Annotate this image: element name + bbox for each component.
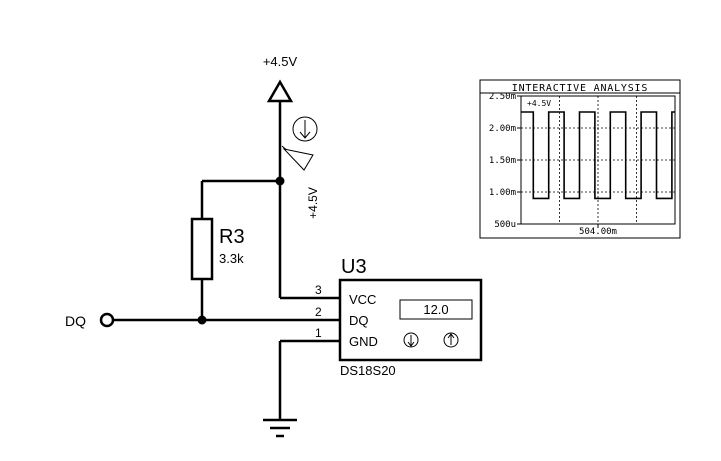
pin-label-gnd: GND: [349, 334, 378, 349]
y-tick-label: 1.00m: [489, 188, 516, 198]
junction-dot-dq: [197, 315, 207, 325]
voltage-probe[interactable]: +4.5V: [281, 116, 320, 219]
pin-label-dq: DQ: [349, 313, 369, 328]
resistor-name: R3: [219, 226, 245, 248]
temperature-down-button[interactable]: [403, 332, 419, 348]
y-tick-label: 2.00m: [489, 124, 516, 134]
pin-number-2: 2: [315, 305, 322, 319]
x-tick-label: 504.00m: [579, 227, 617, 237]
pin-label-vcc: VCC: [349, 292, 376, 307]
analysis-panel[interactable]: INTERACTIVE ANALYSIS +4.5V 2.50m 2.00m 1.5…: [479, 79, 681, 239]
y-tick-label: 2.50m: [489, 92, 516, 102]
ground-icon: [263, 418, 297, 438]
pin-number-1: 1: [315, 326, 322, 340]
chip-part-number: DS18S20: [340, 363, 396, 378]
temperature-up-button[interactable]: [443, 332, 459, 348]
dq-terminal-icon[interactable]: [99, 312, 115, 328]
supply-arrow-icon: [266, 79, 294, 103]
y-axis-ticks: 2.50m 2.00m 1.50m 1.00m 500u: [489, 92, 521, 230]
x-axis-ticks: 504.00m: [579, 224, 617, 237]
plot-grid: [521, 96, 675, 224]
resistor-value: 3.3k: [219, 251, 244, 266]
supply-voltage-label: +4.5V: [263, 54, 298, 69]
dq-terminal-label: DQ: [65, 313, 86, 329]
pin-number-3: 3: [315, 283, 322, 297]
chip-name: U3: [341, 256, 367, 278]
y-tick-label: 500u: [494, 220, 516, 230]
y-tick-label: 1.50m: [489, 156, 516, 166]
temperature-display-value: 12.0: [423, 302, 448, 317]
trace-layer: [521, 111, 675, 200]
temperature-display: [399, 299, 473, 320]
analysis-title: INTERACTIVE ANALYSIS: [512, 83, 648, 94]
probe-pointer-icon: [282, 148, 314, 171]
series-line-trace: [521, 111, 675, 200]
junction-dot-supply: [275, 176, 285, 186]
probe-voltage-label: +4.5V: [306, 187, 320, 219]
trace-label: +4.5V: [527, 99, 551, 108]
resistor-r3[interactable]: [190, 217, 214, 281]
